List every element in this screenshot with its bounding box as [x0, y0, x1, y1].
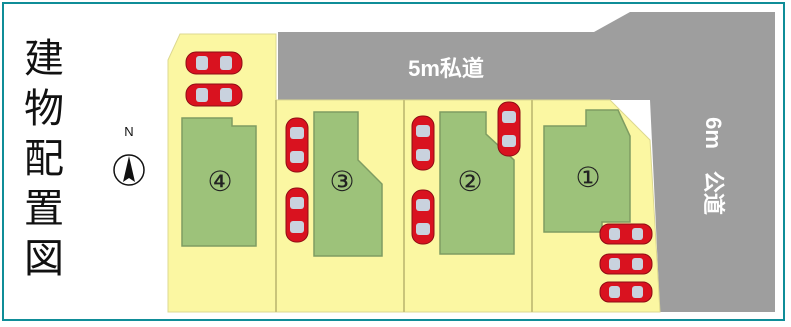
building-lot-2 [439, 111, 515, 255]
building-lot-4 [181, 117, 257, 247]
parking-car [497, 101, 521, 157]
parking-car [285, 117, 309, 173]
private-road-label: 5m私道 [408, 56, 484, 81]
public-road-label: 6m 公道 [701, 117, 726, 215]
parking-car [185, 83, 243, 107]
title-char: 置 [24, 186, 64, 232]
parking-car [599, 281, 653, 303]
north-compass: N [113, 124, 145, 186]
title-char: 物 [24, 86, 64, 132]
north-arrow-icon [123, 156, 135, 182]
title-char: 配 [24, 136, 64, 182]
building-lot-3 [313, 111, 383, 257]
parking-car [185, 51, 243, 75]
building-lot-1 [543, 109, 631, 233]
title-char: 図 [24, 236, 64, 282]
parking-car [411, 115, 435, 171]
parking-car [411, 189, 435, 245]
private-road [278, 12, 775, 312]
lot-2-label: ② [457, 165, 482, 198]
diagram-title: 建 物 配 置 図 [20, 36, 68, 282]
lot-4-label: ④ [207, 165, 232, 198]
lot-3-label: ③ [329, 165, 354, 198]
parking-car [599, 253, 653, 275]
north-label: N [124, 124, 133, 139]
parking-car [599, 223, 653, 245]
lot-1-label: ① [575, 161, 600, 194]
parking-car [285, 187, 309, 243]
title-char: 建 [24, 36, 64, 82]
